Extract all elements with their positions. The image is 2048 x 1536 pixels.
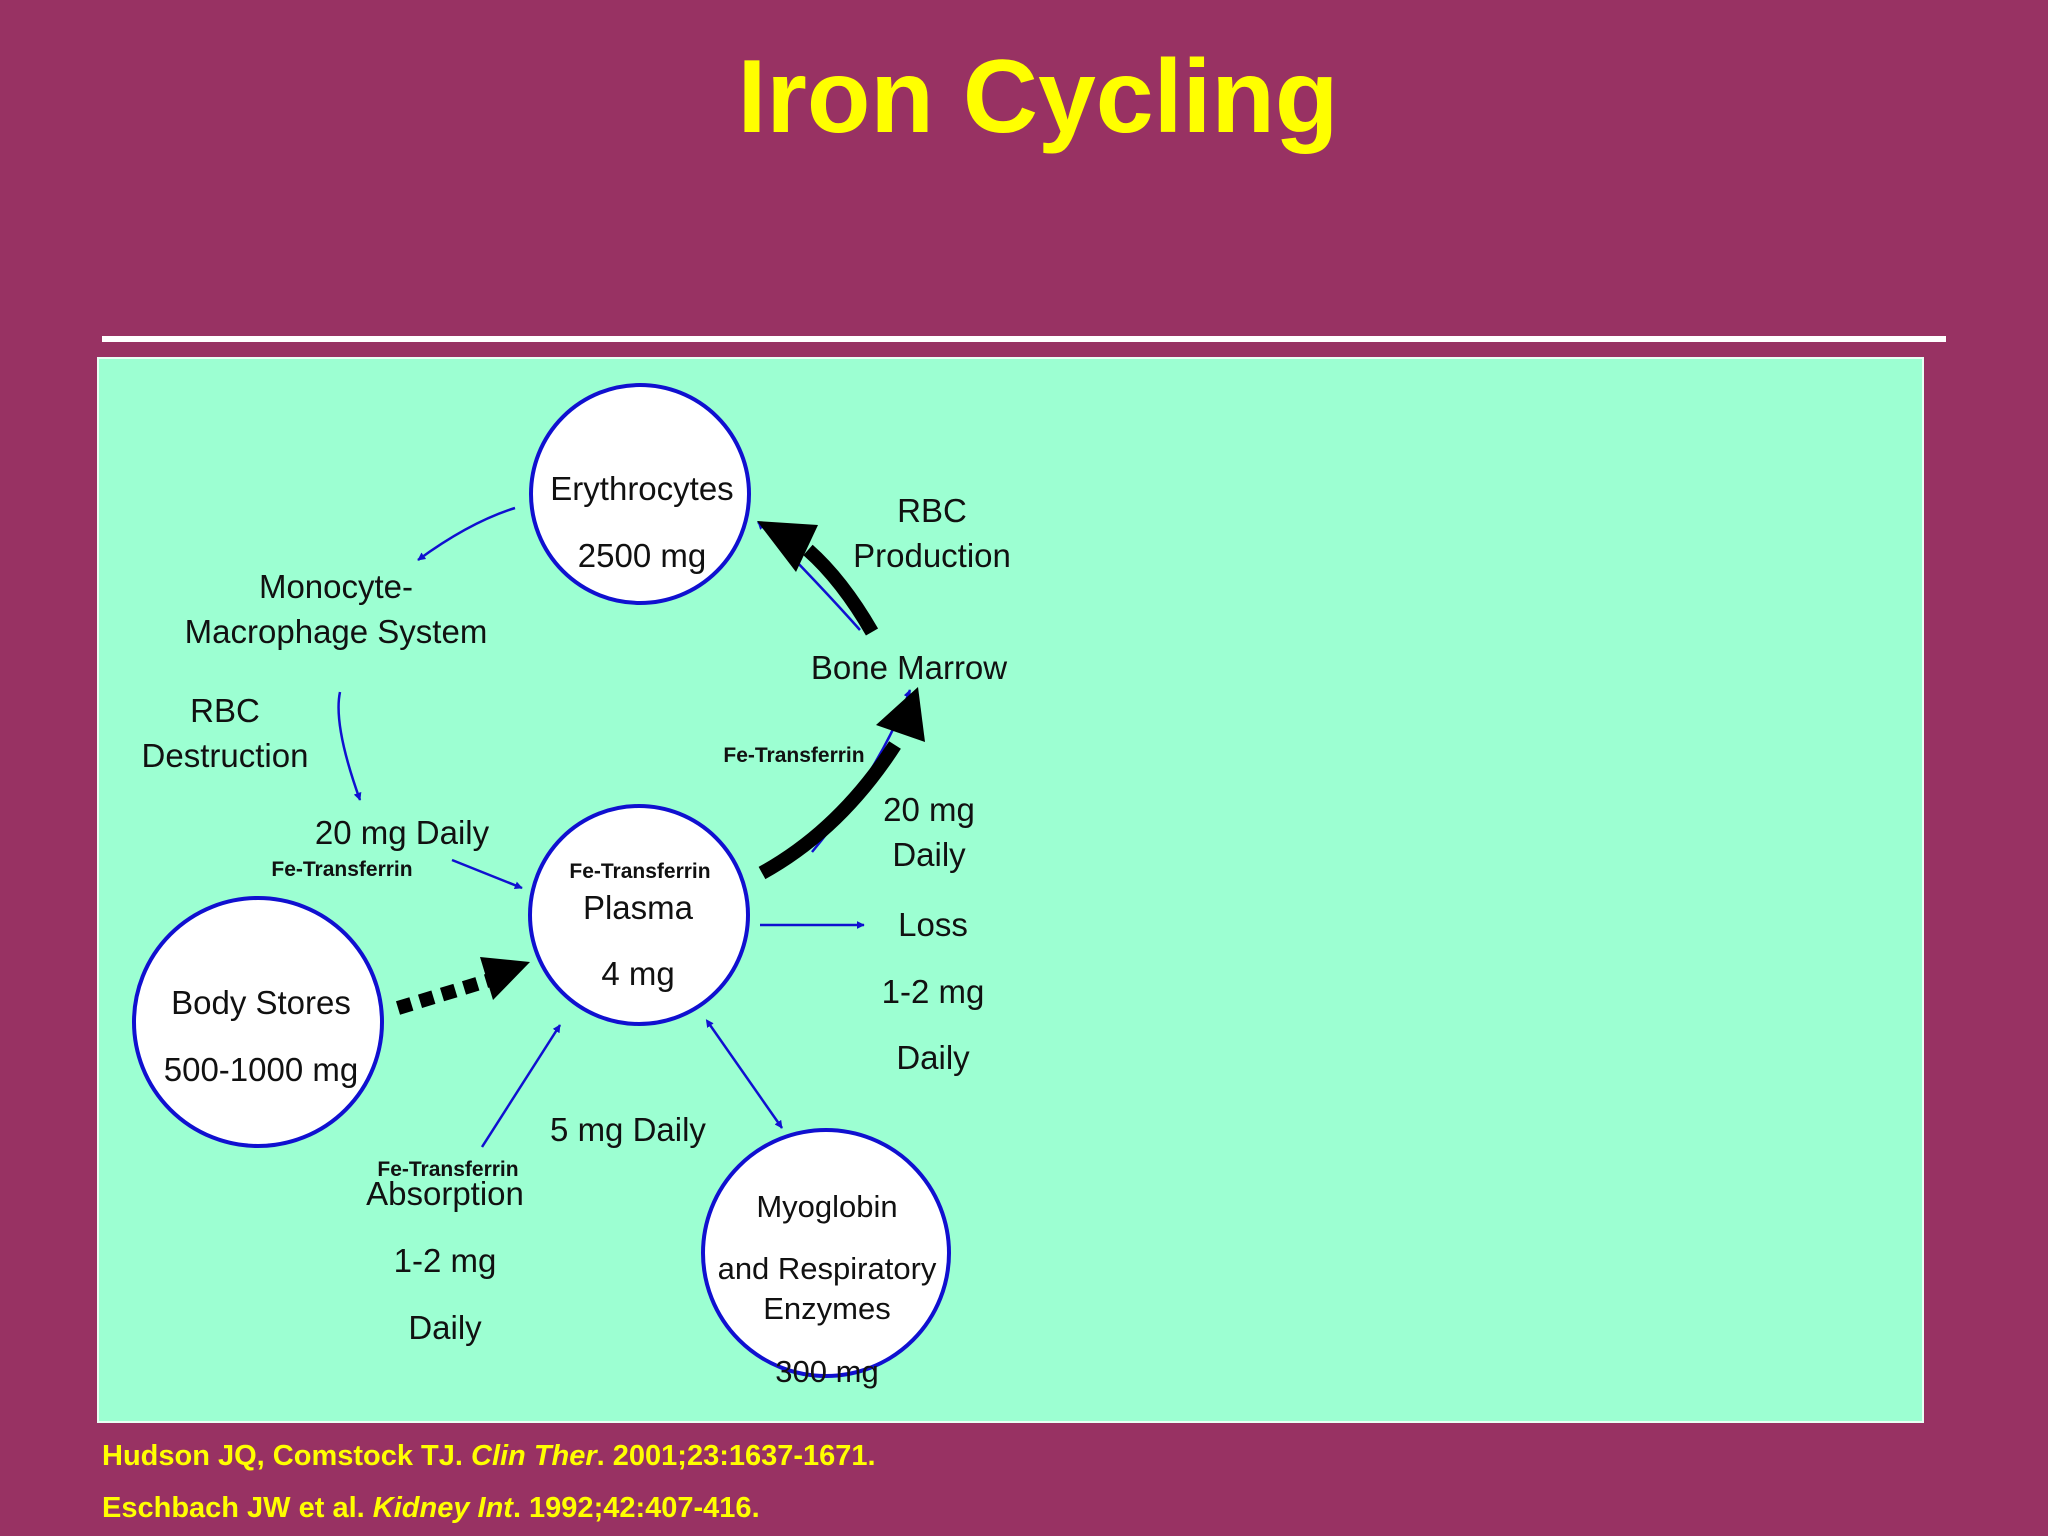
marrow-flow-carrier: Fe-Transferrin — [723, 744, 864, 767]
plasma-carrier-label: Fe-Transferrin — [569, 860, 710, 883]
erythrocytes-node — [529, 383, 751, 605]
marrow-flow-amount: 20 mg — [883, 791, 975, 828]
myoglobin-label: Myoglobin — [756, 1189, 897, 1224]
absorption-label: Absorption — [366, 1175, 524, 1212]
myoglobin-flow-amount: 5 mg Daily — [550, 1111, 706, 1148]
title-divider — [102, 336, 1946, 342]
references: Hudson JQ, Comstock TJ. Clin Ther. 2001;… — [102, 1430, 876, 1534]
loss-period: Daily — [896, 1039, 970, 1076]
stores-to-plasma-arrowhead — [480, 957, 530, 1000]
body-stores-node — [132, 896, 384, 1148]
destruction-arrow — [337, 691, 362, 801]
rbc-destruction-line1: RBC — [190, 692, 260, 729]
stores-to-plasma-dashed-arrow — [395, 973, 493, 1015]
erythrocytes-to-monocyte-arrow — [417, 506, 516, 562]
plasma-myoglobin-arrow — [705, 1019, 784, 1129]
loss-amount: 1-2 mg — [882, 973, 985, 1010]
plasma-label: Plasma — [583, 889, 694, 926]
monocyte-label-line1: Monocyte- — [259, 568, 413, 605]
erythrocytes-amount: 2500 mg — [578, 537, 706, 574]
rbc-production-line2: Production — [853, 537, 1011, 574]
slide-title: Iron Cycling — [737, 39, 1339, 155]
plasma-to-marrow-arrowhead — [876, 687, 925, 742]
marrow-to-erythrocytes-arrowhead — [757, 521, 818, 572]
myoglobin-node — [701, 1128, 951, 1378]
diagram-panel — [97, 357, 1924, 1423]
absorption-to-plasma-arrow — [480, 1024, 562, 1148]
absorption-period: Daily — [408, 1309, 482, 1346]
destruction-flow-carrier: Fe-Transferrin — [271, 858, 412, 881]
destruction-flow-amount: 20 mg Daily — [315, 814, 490, 851]
erythrocytes-label: Erythrocytes — [550, 470, 733, 507]
bone-marrow-label: Bone Marrow — [811, 649, 1007, 686]
enzymes-label: Enzymes — [763, 1291, 890, 1326]
rbc-production-line1: RBC — [897, 492, 967, 529]
plasma-to-marrow-thick-arrow — [758, 741, 901, 880]
loss-label: Loss — [898, 906, 968, 943]
reference-2: Eschbach JW et al. Kidney Int. 1992;42:4… — [102, 1492, 760, 1524]
plasma-amount: 4 mg — [601, 955, 674, 992]
reference-1: Hudson JQ, Comstock TJ. Clin Ther. 2001;… — [102, 1440, 876, 1472]
marrow-flow-period: Daily — [892, 836, 966, 873]
plasma-node — [528, 804, 750, 1026]
monocyte-label-line2: Macrophage System — [185, 613, 488, 650]
destruction-to-plasma-arrow — [451, 858, 523, 890]
body-stores-label: Body Stores — [171, 984, 351, 1021]
rbc-destruction-line2: Destruction — [142, 737, 309, 774]
respiratory-label: and Respiratory — [718, 1251, 937, 1286]
absorption-amount: 1-2 mg — [394, 1242, 497, 1279]
body-stores-amount: 500-1000 mg — [164, 1051, 358, 1088]
marrow-to-erythrocytes-thick-arrow — [803, 544, 879, 636]
myoglobin-amount: 300 mg — [775, 1354, 878, 1389]
absorption-carrier: Fe-Transferrin — [377, 1158, 518, 1181]
